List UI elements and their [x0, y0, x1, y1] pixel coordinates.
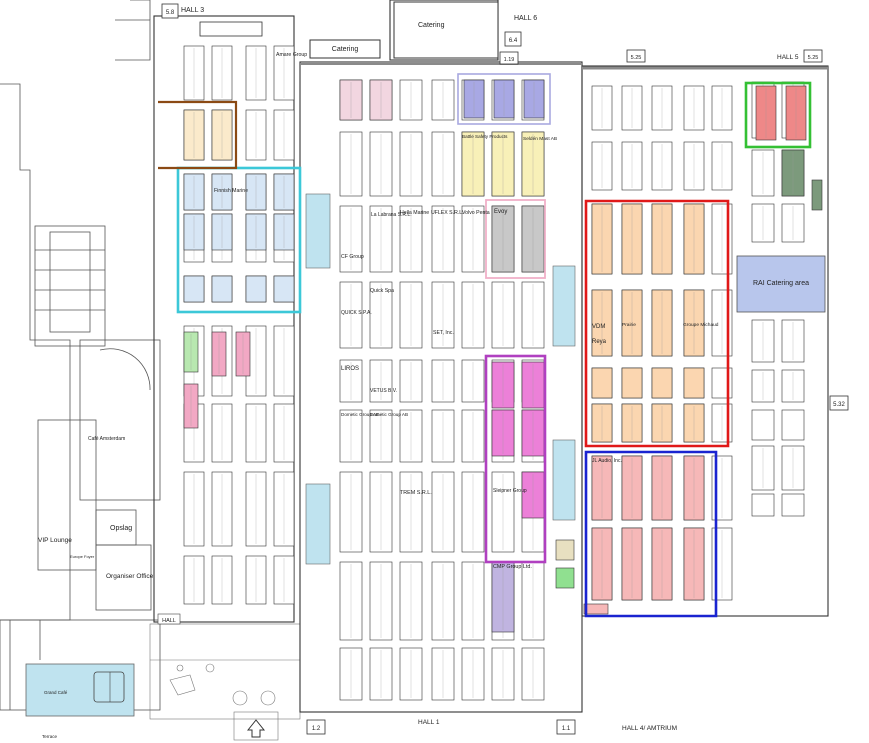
organiser-office-label: Organiser Office [106, 573, 154, 580]
exhibitor-set: SET, Inc. [433, 330, 454, 336]
exhibitor-cmp: CMP Group Ltd. [493, 564, 532, 570]
exhibitor-seldon: Seldén Mast AB [523, 136, 557, 142]
booth [683, 367, 705, 399]
booth [583, 603, 609, 615]
catering-mid-label: Catering [332, 46, 359, 53]
booth [621, 367, 643, 399]
grand-cafe-label: Grand Café [44, 690, 68, 695]
booth [555, 567, 575, 589]
catering-mid-block [309, 39, 381, 59]
gate-5-25-left: 5.25 [631, 55, 642, 61]
catering-top-label: Catering [418, 22, 445, 29]
booth [781, 409, 805, 441]
hall-3-label: HALL 3 [181, 7, 204, 14]
entrance-plaza [149, 623, 301, 741]
exhibitor-cf-group: CF Group [341, 254, 364, 260]
gate-6-4: 6.4 [509, 38, 518, 44]
exhibitor-slepner: Sleipner Group [493, 488, 527, 494]
zone-cyan-outline [176, 166, 302, 314]
colored-booths [183, 79, 823, 633]
booth [781, 493, 805, 517]
hall-5-label: HALL 5 [777, 54, 799, 61]
catering-top-block [393, 1, 499, 59]
exhibitor-vdm: VDM [592, 324, 605, 330]
exhibitor-quick2: QUICK S.P.A. [341, 310, 372, 316]
exhibitor-battle: Battle Safety Products [462, 134, 508, 139]
exhibitor-finnish-marine: Finnish Marine [214, 188, 248, 194]
exhibitor-liros: LIROS [341, 366, 359, 372]
gate-1-2: 1.2 [312, 726, 321, 732]
exhibitor-hella: Hella Marine [400, 210, 429, 216]
zone-red-outline [584, 199, 730, 448]
zone-blue-outline [584, 450, 718, 618]
hall-6-label: HALL 6 [514, 15, 537, 22]
rai-catering-area [736, 255, 826, 313]
booth-top-small [199, 21, 263, 37]
exhibitor-quick: Quick Spa [370, 288, 394, 294]
booth [811, 179, 823, 211]
opstag-label: Opslag [110, 525, 132, 532]
zone-lavender-outline [457, 73, 551, 125]
gate-5-8: 5.8 [166, 10, 175, 16]
europe-foyer-label: Europe Foyer [70, 554, 95, 559]
booth [273, 275, 295, 303]
zone-green-outline [744, 81, 812, 149]
gate-5-32: 5.32 [833, 402, 845, 408]
booth [591, 367, 613, 399]
exhibitor-trem: TREM S.R.L. [400, 490, 432, 496]
gate-1-1: 1.1 [562, 726, 571, 732]
rai-catering-label: RAI Catering area [753, 280, 809, 287]
booth [751, 409, 775, 441]
grand-cafe-area [25, 663, 135, 717]
terrace-label: Terrace [42, 734, 58, 739]
left-building [0, 0, 161, 711]
gate-5-25-right: 5.25 [808, 55, 819, 61]
booth [183, 275, 205, 303]
gate-1-19: 1.19 [504, 57, 515, 63]
exhibitor-reya: Reya [592, 339, 607, 345]
exhibitor-dometic2: Dometic Group AB [370, 412, 408, 417]
exhibitor-jl-audio: JL Audio, Inc. [592, 458, 622, 464]
hall-small-label: HALL [162, 618, 176, 624]
gate-markers [161, 3, 849, 735]
exhibitor-la-labrana: La Labrana S.R.L. [371, 212, 412, 218]
booth [245, 275, 267, 303]
exhibitor-volvo: Volvo Penta [462, 210, 490, 216]
booth [211, 275, 233, 303]
booth [555, 539, 575, 561]
exhibitor-vetus: VETUS B.V. [370, 388, 397, 394]
hall-walls [153, 0, 829, 713]
vip-lounge-label: VIP Lounge [38, 537, 72, 544]
exhibitor-amare: Amare Group [276, 52, 307, 58]
hall-1-label: HALL 1 [418, 719, 440, 726]
exhibitor-uflex: UFLEX S.R.L. [431, 210, 464, 216]
corridor-panels [305, 193, 576, 565]
zone-pink-outline [485, 199, 546, 279]
hall-4-label: HALL 4/ AMTRIUM [622, 725, 677, 732]
zone-purple-outline [484, 354, 547, 564]
zone-outlines [158, 73, 812, 618]
exhibitor-dometic: Dometic Group AB [341, 412, 379, 417]
exhibitor-groupe: Groupe Michaud [683, 322, 719, 328]
exhibitor-evoy: Evoy [494, 209, 507, 215]
booth [751, 493, 775, 517]
exhibitor-prairie: Prairie [622, 322, 636, 328]
zone-brown-outline [158, 100, 238, 170]
cafe-amsterdam-label: Café Amsterdam [88, 436, 125, 442]
booth [651, 367, 673, 399]
exhibitor-labels: Amare Group Finnish Marine CF Group La L… [214, 52, 719, 570]
